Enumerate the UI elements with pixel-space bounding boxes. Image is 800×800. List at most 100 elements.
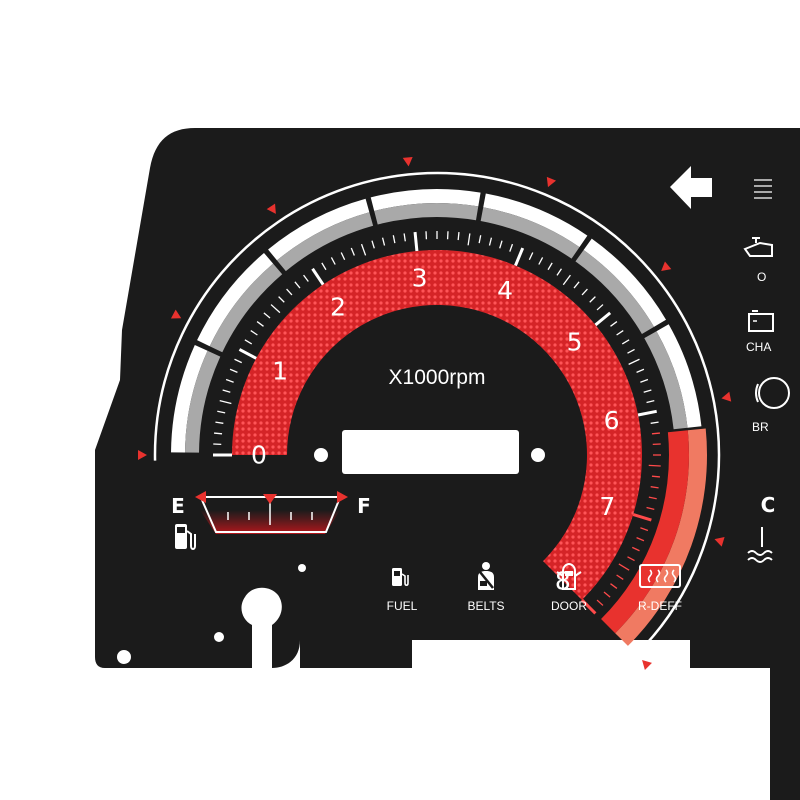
band-segment-grey: [480, 207, 580, 259]
coolant-icon: [747, 527, 773, 563]
minor-tick: [478, 235, 482, 244]
minor-tick: [646, 506, 655, 511]
edge-marker: [402, 156, 413, 167]
fuel-scale-frame: [201, 499, 340, 533]
minor-tick: [392, 235, 396, 244]
minor-tick: [234, 358, 243, 364]
minor-tick: [631, 546, 640, 552]
minor-tick: [573, 281, 580, 289]
side-label: BR: [752, 420, 769, 434]
rpm-scale-label: 5: [567, 328, 583, 357]
odometer-window: [342, 430, 519, 474]
warning-label: DOOR: [551, 599, 587, 613]
minor-tick: [330, 257, 336, 265]
seatbelt-icon: [478, 562, 494, 590]
minor-tick: [250, 330, 258, 336]
gauge-markers: [138, 156, 732, 670]
minor-tick: [596, 599, 604, 606]
redline-zone: [601, 428, 707, 646]
minor-tick: [403, 233, 406, 242]
left-arrow-icon: [670, 166, 712, 209]
oil-can-icon: [743, 237, 773, 257]
rear-defrost-icon: [639, 564, 681, 588]
trip-knob-right[interactable]: [531, 448, 545, 462]
edge-marker: [714, 537, 725, 547]
band-segment-grey: [644, 331, 688, 430]
minor-tick: [360, 243, 367, 256]
major-tick: [632, 513, 652, 522]
warning-label: FUEL: [387, 599, 418, 613]
turn-indicator-lines: [754, 179, 772, 199]
band-segment-white: [171, 344, 208, 453]
major-tick: [413, 231, 419, 252]
warning-rear-defrost: R-DEFF: [638, 564, 682, 613]
rpm-outer-band: [171, 189, 702, 453]
edge-marker: [138, 450, 147, 460]
rpm-scale-label: 0: [251, 441, 267, 470]
minor-tick: [581, 288, 588, 296]
mount-hole: [117, 650, 131, 664]
minor-tick: [651, 475, 660, 478]
minor-tick: [627, 348, 635, 354]
minor-tick: [528, 252, 534, 261]
edge-marker: [642, 660, 652, 670]
gauge-outline: [153, 171, 721, 660]
rpm-scale-label: 1: [272, 357, 288, 386]
rpm-unit-label: X1000rpm: [389, 366, 486, 389]
band-segment-white: [197, 252, 274, 347]
minor-tick: [340, 252, 346, 261]
minor-tick: [222, 389, 231, 393]
rpm-scale-label: 6: [604, 406, 620, 435]
minor-tick: [294, 281, 301, 289]
minor-tick: [215, 421, 224, 424]
minor-tick: [350, 247, 355, 256]
side-label: C: [761, 493, 776, 517]
minor-tick: [457, 232, 460, 241]
minor-tick: [616, 574, 624, 580]
minor-tick: [636, 368, 645, 373]
warning-label: BELTS: [467, 599, 504, 613]
minor-tick: [650, 421, 659, 424]
fuel-full-marker: [337, 491, 348, 503]
minor-tick: [286, 288, 293, 296]
minor-tick: [225, 378, 234, 383]
minor-tick: [214, 432, 223, 435]
brake-icon: [755, 377, 790, 409]
minor-tick: [640, 378, 649, 383]
minor-tick: [627, 556, 635, 562]
edge-marker: [266, 203, 276, 214]
trip-knob-left[interactable]: [314, 448, 328, 462]
minor-tick: [488, 237, 493, 246]
door-open-icon: [556, 562, 582, 590]
mount-hole-2: [214, 632, 224, 642]
minor-tick: [648, 496, 657, 500]
minor-tick: [640, 527, 649, 532]
band-segment-grey: [575, 250, 654, 334]
minor-tick: [651, 432, 660, 435]
fuel-pump-icon: [175, 524, 196, 550]
rpm-ticks: [213, 231, 661, 615]
fuel-empty-label: E: [171, 494, 185, 518]
major-tick: [238, 348, 257, 360]
edge-marker: [661, 261, 672, 272]
minor-tick: [229, 368, 238, 373]
fuel-full-label: F: [357, 494, 371, 518]
rpm-scale-label: 3: [412, 263, 428, 292]
mount-hole-3: [298, 564, 306, 572]
side-label: O: [757, 270, 766, 284]
band-segment-grey: [185, 350, 221, 453]
band-segment-white: [268, 198, 370, 261]
minor-tick: [217, 410, 226, 414]
minor-tick: [371, 240, 375, 249]
major-tick: [580, 598, 597, 615]
minor-tick: [610, 321, 618, 327]
minor-tick: [650, 486, 659, 489]
minor-tick: [244, 339, 253, 345]
minor-tick: [636, 537, 645, 542]
major-tick: [637, 409, 657, 417]
major-tick: [311, 267, 325, 286]
minor-tick: [589, 296, 596, 303]
minor-tick: [621, 339, 630, 345]
